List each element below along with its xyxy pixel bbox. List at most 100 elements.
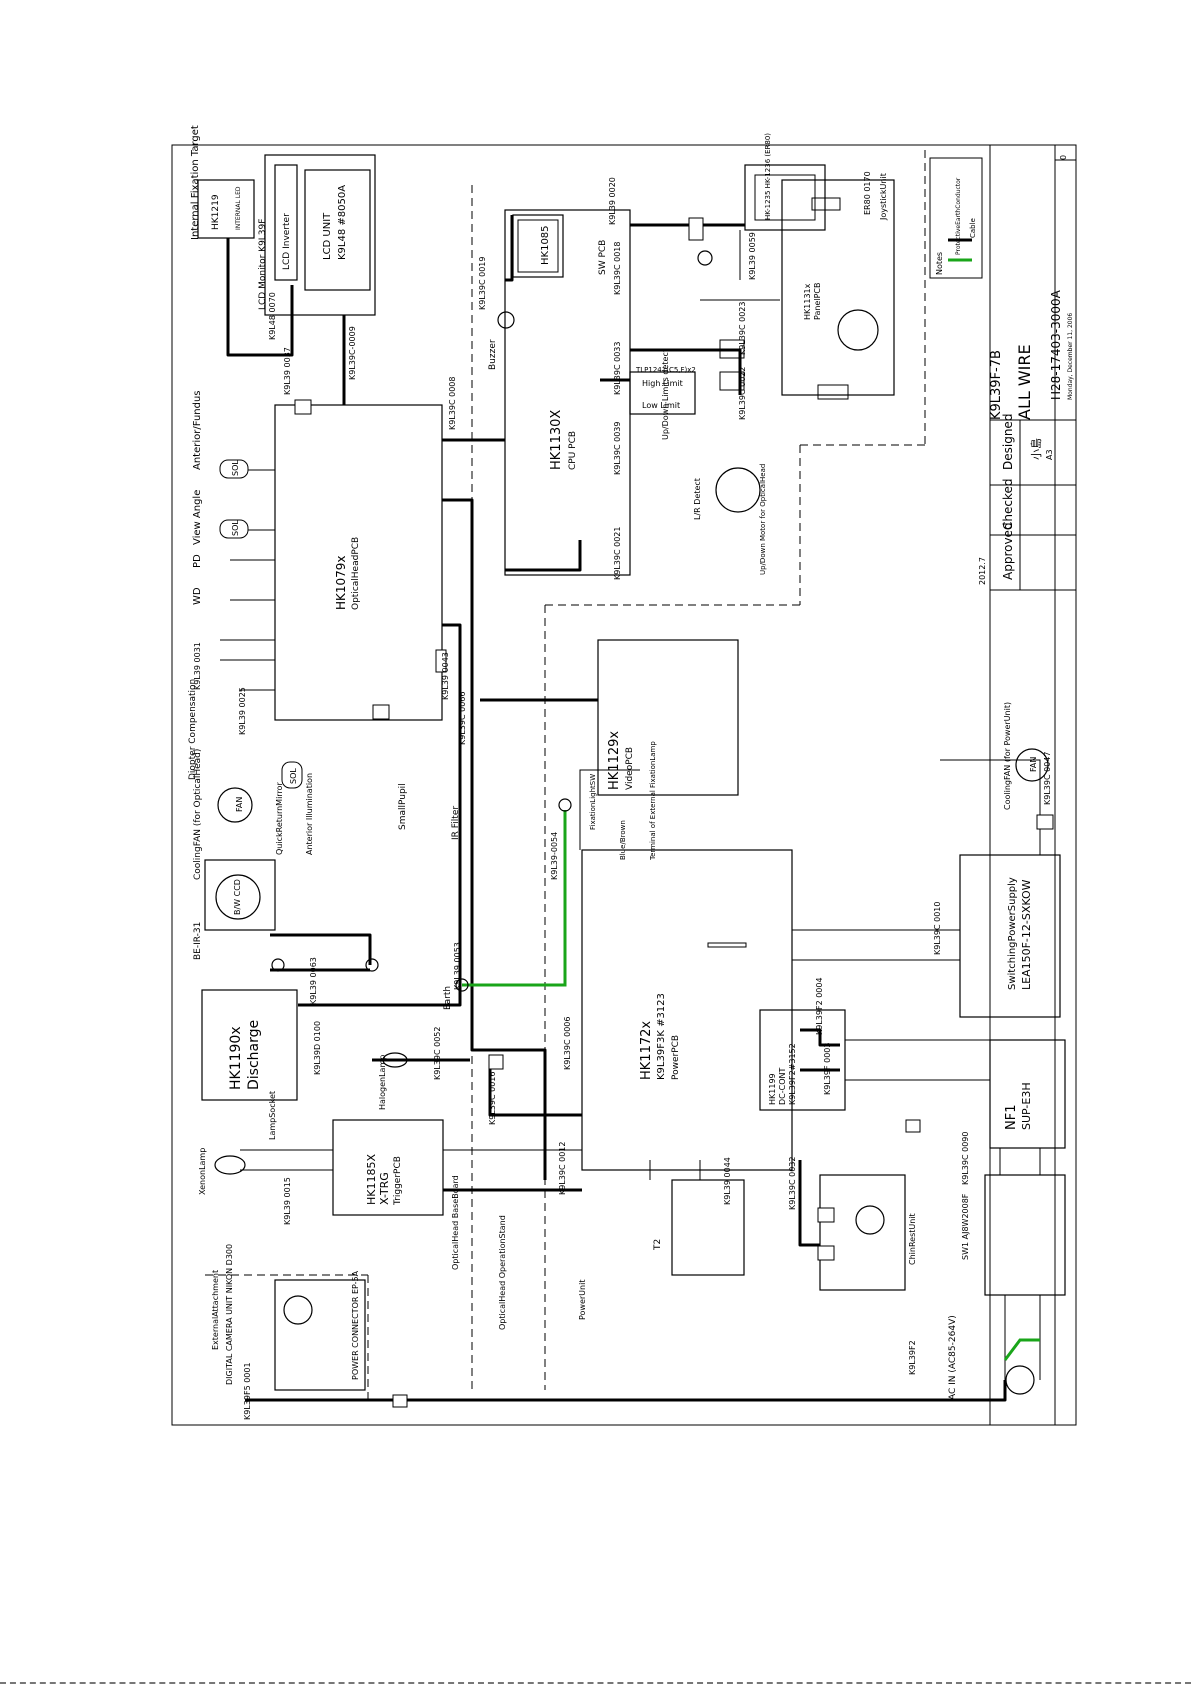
power-board-name: HK1172x <box>639 1021 654 1080</box>
wire-0018: K9L39C 0018 <box>613 242 622 295</box>
camera-name: DIGITAL CAMERA UNIT NIKON D300 <box>225 1244 234 1385</box>
label-fan-unit: FAN <box>1029 757 1038 772</box>
label-fan-head: FAN <box>235 797 244 812</box>
legend-green-label: ProtectiveEarthConductor <box>955 177 962 255</box>
sw-board-sub: SW PCB <box>598 240 608 275</box>
label-high-limit: High Limit <box>642 379 683 388</box>
wire-0100: K9L39D 0100 <box>313 1021 322 1075</box>
doc-number: H28-17403-3000A <box>1049 289 1063 400</box>
video-board-sub: VideoPCB <box>625 747 635 790</box>
wire-er80: ER80 0170 <box>863 171 872 215</box>
chinrest-box <box>819 1174 906 1291</box>
sw-board-name: HK1085 <box>540 225 551 265</box>
wire-0059: K9L39 0059 <box>748 232 757 280</box>
label-ac-in: AC IN (AC85-264V) <box>948 1315 958 1400</box>
wire-0033: K9L39C 0033 <box>613 342 622 395</box>
wire-0016: K9L39C 0016 <box>488 1072 497 1125</box>
camera-sub: POWER CONNECTOR EP-5A <box>351 1270 360 1380</box>
legend-black-label: Cable <box>969 218 977 238</box>
lcd-unit-sub: K9L48 #8050A <box>337 185 348 260</box>
transformer-box <box>671 1179 745 1276</box>
wire-0020: K9L39 0020 <box>608 177 617 225</box>
label-sol-3: SOL <box>289 768 298 784</box>
wire-0063: K9L39 0063 <box>309 957 318 1005</box>
label-optical-head-stand: OpticalHead OperationStand <box>498 1215 507 1330</box>
video-board-name: HK1129x <box>607 731 622 790</box>
title-text: ALL WIRE <box>1015 344 1034 420</box>
label-sol-2: SOL <box>231 520 240 536</box>
approve-date: 2012.7 <box>978 557 987 585</box>
wire-0012: K9L39C 0012 <box>558 1142 567 1195</box>
label-sol-1: SOL <box>231 460 240 476</box>
optical-head-pcb-box <box>274 404 443 721</box>
label-anterior-illum: Anterior Illumination <box>305 773 314 855</box>
round-parts <box>214 250 1049 1395</box>
label-cooling-fan-head: CoolingFAN (for OpticalHead) <box>193 749 203 880</box>
lcd-inverter-box <box>274 164 298 281</box>
wire-0032: K9L39C 0032 <box>788 1157 797 1210</box>
label-buzzer: Buzzer <box>488 339 498 370</box>
label-hk1219: HK1219 <box>211 194 221 230</box>
cpu-board-name: HK1130X <box>549 410 564 470</box>
sw1-box <box>984 1174 1066 1296</box>
wire-0043: K9L39 0043 <box>441 652 450 700</box>
optical-head-sub: OpticalHeadPCB <box>351 537 361 610</box>
label-tlp: TLP1241(C5,F)x2 <box>635 366 696 374</box>
label-optical-head-board: OpticalHead BaseBoard <box>451 1175 460 1270</box>
wire-0037: K9L39 0037 <box>283 347 292 395</box>
trigger-name: HK1185X <box>365 1154 378 1205</box>
trigger-sub: X-TRG <box>378 1172 391 1205</box>
dc-cont-box <box>759 1009 846 1111</box>
wire-0015: K9L39 0015 <box>283 1177 292 1225</box>
designed-label: Designed <box>1001 414 1015 470</box>
approved-label: Approved <box>1001 522 1015 580</box>
panel-board-sub: PanelPCB <box>813 283 822 320</box>
lcd-monitor-name: LCD Monitor K9L39F <box>258 219 268 310</box>
model-text: K9L39F-7B <box>989 350 1004 420</box>
camera-box <box>274 1279 366 1391</box>
label-up-down: Up/Down Limits detect <box>661 349 670 440</box>
label-xenon: XenonLamp <box>198 1148 207 1195</box>
lcd-unit-box <box>304 169 371 291</box>
label-small-pupil: SmallPupil <box>398 783 408 830</box>
ccd-name: B/W CCD <box>233 879 242 915</box>
label-ir-filter: IR Filter <box>451 806 461 840</box>
power-board-sub2: PowerPCB <box>671 1035 681 1080</box>
dc-cont-name: HK1199 <box>768 1073 777 1105</box>
joystick-sub: HK-1235 HK-1236 (ER80) <box>764 133 772 220</box>
legend-box <box>929 157 983 279</box>
nf1-name: NF1 <box>1004 1105 1019 1130</box>
ps-sub: LEA150F-12-SXKOW <box>1020 879 1033 990</box>
dc-cont-sub2: K9L39F2#3152 <box>788 1043 797 1105</box>
ps-name: SwitchingPowerSupply <box>1007 877 1018 990</box>
label-motor: Up/Down Motor for OpticalHead <box>759 464 767 575</box>
page-bottom-rule <box>0 1682 1191 1684</box>
hk1219-box <box>197 179 255 239</box>
rev-text: 0 <box>1059 155 1068 160</box>
label-sw1: SW1 AJ8W2008F <box>961 1193 970 1260</box>
wire-0053: K9L39 0053 <box>453 942 462 990</box>
wire-0004: K9L39F2 0004 <box>815 977 824 1035</box>
label-lamp-socket: LampSocket <box>268 1091 277 1140</box>
lcd-inverter-name: LCD Inverter <box>282 213 292 270</box>
wire-0001: K9L39F5 0001 <box>243 1362 252 1420</box>
wire-0003: K9L39F 0003 <box>823 1043 832 1095</box>
earth-wires <box>462 258 1040 1361</box>
label-low-limit: Low Limit <box>642 401 680 410</box>
wires <box>220 230 1041 1380</box>
panel-pcb-box <box>781 179 895 396</box>
label-internal-led: INTERNAL LED <box>235 186 242 230</box>
wire-0066: K9L39C 0066 <box>458 692 467 745</box>
wire-0023: K9L39C 0023 <box>738 302 747 355</box>
power-supply-box <box>959 854 1061 1018</box>
label-halogen: HalogenLamp <box>378 1055 387 1110</box>
label-wd: WD <box>192 587 203 605</box>
wire-0019: K9L39C 0019 <box>478 257 487 310</box>
component-boxes <box>197 154 1066 1391</box>
optical-head-name: HK1079x <box>334 555 348 610</box>
notes-label: Notes <box>935 252 944 275</box>
label-blue-brown: Blue/Brown <box>619 820 627 860</box>
